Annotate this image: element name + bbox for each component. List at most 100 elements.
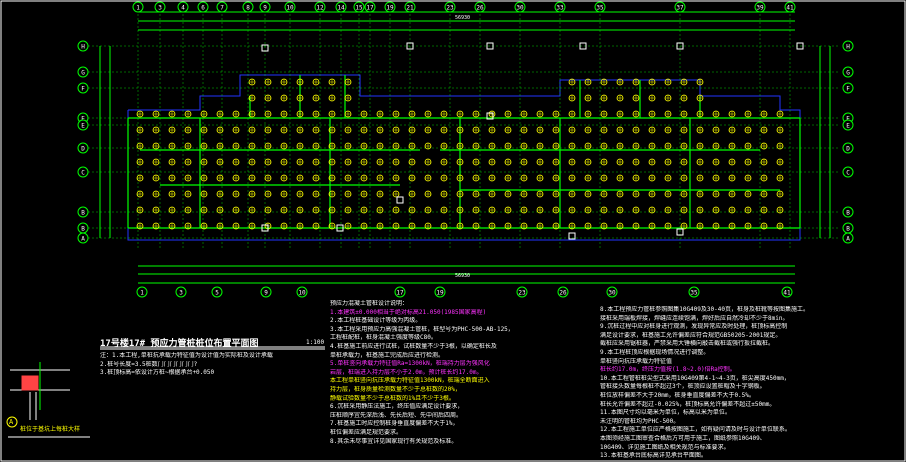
- column-marker: [568, 232, 576, 240]
- total-dimension-top: 56930: [455, 15, 471, 21]
- axis-bubble-top: [197, 1, 209, 13]
- axis-label-side: B: [81, 210, 85, 217]
- axis-bubble-side: [77, 40, 89, 52]
- note-line: 8.其余未尽事宜详见国家现行有关规范及标准。: [330, 437, 458, 445]
- axis-label-side: F: [846, 86, 850, 93]
- axis-bubble-bottom: [781, 286, 793, 298]
- axis-bubble-top: [132, 1, 144, 13]
- axis-bubble-side: [77, 82, 89, 94]
- detail-marker-circle: [6, 416, 18, 428]
- note-line: 岩层，桩端进入持力层不小于2.0m，预计桩长约17.0m。: [330, 368, 483, 376]
- axis-label-side: H: [846, 44, 850, 51]
- axis-label-top: 26: [476, 5, 484, 12]
- axis-label-side: A: [846, 236, 850, 243]
- small-note-2: 2.桩号长度=3.5桩数门门门门门门?: [100, 360, 198, 368]
- axis-bubble-bottom: [516, 286, 528, 298]
- axis-label-top: 15: [355, 5, 363, 12]
- note-line: 5.单桩竖向承载力特征值Ra=1300kN，桩端持力层为强风化: [330, 360, 490, 368]
- axis-bubble-top: [594, 1, 606, 13]
- axis-label-top: 3: [158, 5, 162, 12]
- axis-label-side: E: [81, 116, 85, 123]
- design-notes-right: 8.本工程预应力管桩参照图集10G409及30-40页，桩身及桩靴等按图集施工。…: [600, 306, 900, 461]
- axis-label-top: 4: [181, 5, 185, 12]
- axis-label-top: 10: [286, 5, 294, 12]
- axis-bubble-top: [784, 1, 796, 13]
- note-line: 7.桩基施工时应控制桩身垂直度偏差不大于1%，: [330, 420, 459, 428]
- axis-bubble-side: [842, 142, 854, 154]
- axis-label-top: 35: [596, 5, 604, 12]
- axis-bubble-top: [154, 1, 166, 13]
- axis-bubble-top: [216, 1, 228, 13]
- note-line: 桩位放样偏差不大于20mm，桩身垂直度偏差不大于0.5%。: [600, 391, 755, 399]
- axis-label-side: B: [846, 210, 850, 217]
- axis-label-top: 30: [516, 5, 524, 12]
- note-line: 预应力混凝土管桩设计说明：: [330, 300, 409, 307]
- note-line: 工程桩配桩，桩身混凝土强度等级C80。: [330, 334, 437, 342]
- axis-bubble-top: [177, 1, 189, 13]
- axis-bubble-top: [259, 1, 271, 13]
- axis-bubble-side: [842, 66, 854, 78]
- note-line: 本工程单桩竖向抗压承载力特征值1300kN，桩端全断面进入: [330, 377, 490, 385]
- axis-bubble-bottom: [175, 286, 187, 298]
- column-marker: [676, 42, 684, 50]
- axis-label-bottom: 10: [298, 290, 306, 297]
- column-marker: [336, 224, 344, 232]
- note-line: 11.本图尺寸均以毫米为单位，标高以米为单位。: [600, 409, 731, 417]
- axis-label-bottom: 1: [140, 290, 144, 297]
- axis-bubble-side: [842, 166, 854, 178]
- axis-bubble-top: [242, 1, 254, 13]
- axis-bubble-top: [404, 1, 416, 13]
- note-line: 单桩承载力，桩基施工完成后应进行检测。: [330, 351, 445, 359]
- small-notes: 注：1.本工程,单桩抗承载力特征值为设计值为实际桩及设计承载 2.桩号长度=3.…: [100, 352, 360, 378]
- note-line: 单桩竖向抗压承载力特征值: [600, 357, 673, 365]
- axis-bubble-top: [314, 1, 326, 13]
- drawing-title: 17号楼17# 预应力管桩桩位布置平面图: [100, 339, 259, 349]
- axis-bubble-top: [554, 1, 566, 13]
- axis-bubble-bottom: [136, 286, 148, 298]
- axis-label-side: E: [846, 123, 850, 130]
- axis-label-side: G: [81, 70, 85, 77]
- axis-bubble-top: [353, 1, 365, 13]
- design-notes-center: 预应力混凝土管桩设计说明：1.本建筑±0.000相当于绝对标高21.050(19…: [330, 300, 592, 446]
- axis-label-top: 8: [246, 5, 250, 12]
- note-line: 10.本工程管桩桩尖型式采用10G409第4-1~4-3页，桩尖高度450mm，: [600, 374, 790, 382]
- axis-bubble-top: [444, 1, 456, 13]
- axis-bubble-bottom: [296, 286, 308, 298]
- axis-label-top: 39: [756, 5, 764, 12]
- note-line: 12.本工程施工单位应严格按图施工，如有疑问请及时与设计单位联系。: [600, 426, 791, 434]
- axis-bubble-bottom: [260, 286, 272, 298]
- axis-label-top: 23: [446, 5, 454, 12]
- small-note-3: 3.桩顶标高=依设计方桩~根据承台+0.050: [100, 369, 215, 377]
- axis-bubble-bottom: [688, 286, 700, 298]
- axis-bubble-side: [77, 232, 89, 244]
- axis-bubble-top: [284, 1, 296, 13]
- note-line: 管桩接头数量每根桩不超过3个，桩顶应设置桩帽及十字钢板。: [600, 383, 766, 391]
- axis-label-top: 1: [136, 5, 140, 12]
- note-line: 持力层，桩身质量检测数量不少于总桩数的20%，: [330, 385, 461, 393]
- axis-label-bottom: 35: [690, 290, 698, 297]
- axis-bubble-bottom: [606, 286, 618, 298]
- axis-label-bottom: 30: [608, 290, 616, 297]
- note-line: 桩长约17.0m，终压力值按(1.8~2.0)倍Ra控制。: [600, 366, 736, 374]
- total-dimension-bottom: 56930: [455, 273, 471, 279]
- axis-label-bottom: 17: [396, 290, 404, 297]
- axis-label-bottom: 23: [518, 290, 526, 297]
- axis-label-side: B: [81, 226, 85, 233]
- axis-label-top: 21: [406, 5, 414, 12]
- axis-bubble-bottom: [434, 286, 446, 298]
- axis-label-side: C: [846, 170, 850, 177]
- note-line: 13.本桩基承台底标高详见承台平面图。: [600, 452, 707, 460]
- note-line: 本图须经施工图审查合格后方可用于施工，图纸参照10G409、: [600, 434, 766, 442]
- column-marker: [486, 42, 494, 50]
- axis-bubble-side: [77, 119, 89, 131]
- axis-bubble-side: [77, 206, 89, 218]
- drawing-scale: 1:100: [306, 339, 325, 346]
- axis-bubble-side: [842, 40, 854, 52]
- column-marker: [796, 42, 804, 50]
- note-line: 9.本工程桩顶应根据现场情况进行调整。: [600, 348, 710, 356]
- axis-label-top: 19: [386, 5, 394, 12]
- axis-bubble-top: [364, 1, 376, 13]
- pile-markers: [136, 42, 804, 240]
- column-marker: [676, 228, 684, 236]
